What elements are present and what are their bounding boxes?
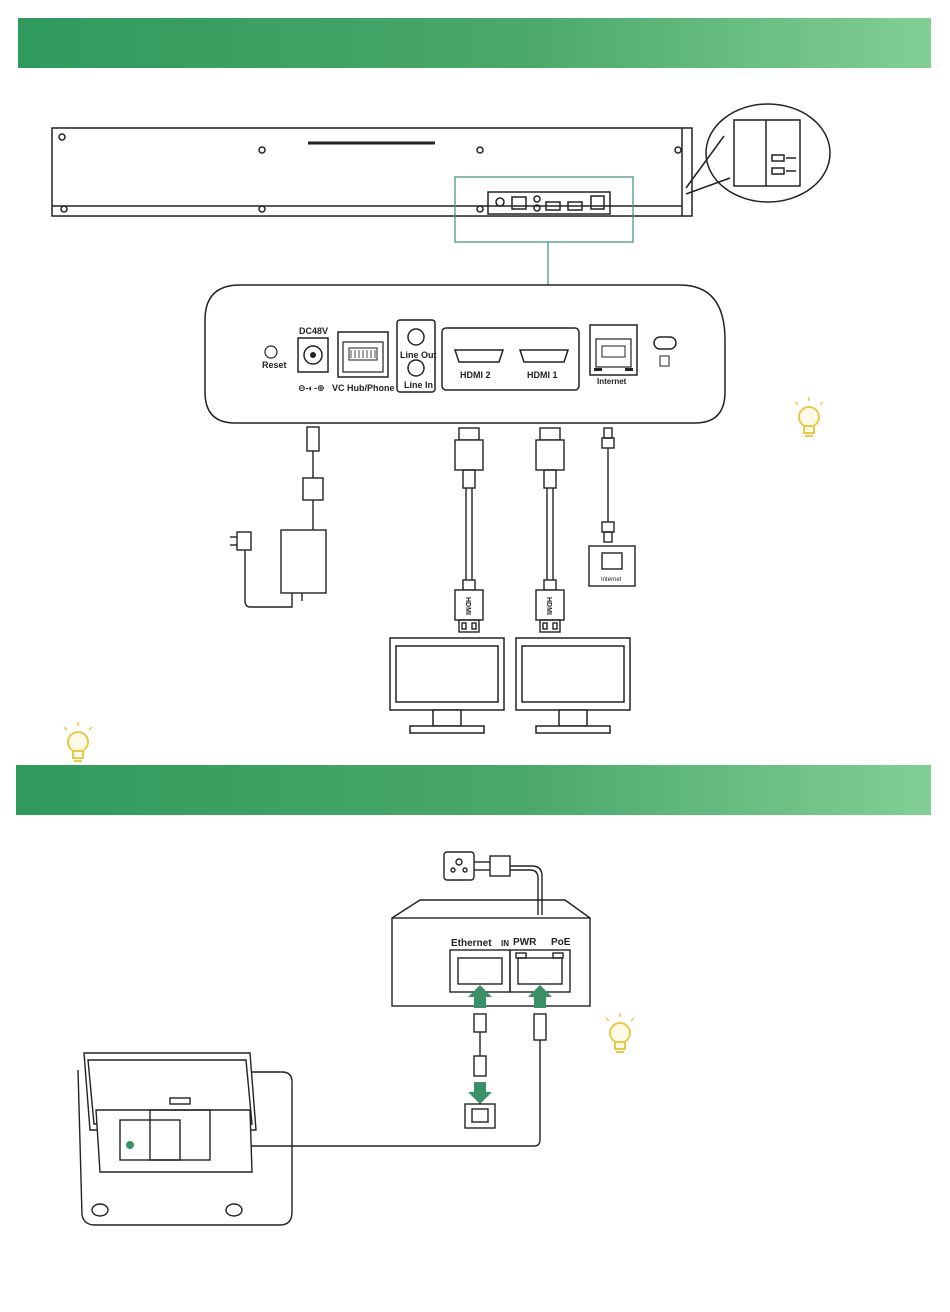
hdmi-plug-label: HDMI <box>545 597 552 615</box>
label-hdmi2: HDMI 2 <box>460 370 491 380</box>
poe-label-in: IN <box>501 939 509 948</box>
label-vc-hub-phone: VC Hub/Phone <box>332 383 395 393</box>
monitor-1 <box>516 638 630 733</box>
power-plug <box>444 852 542 915</box>
label-line-out: Line Out <box>400 350 437 360</box>
side-detail-callout <box>686 104 830 202</box>
poe-injector <box>392 900 590 1006</box>
tip-bulb-icon <box>606 1003 634 1052</box>
label-line-in: Line In <box>404 380 433 390</box>
wall-jack-label: Internet <box>601 577 622 583</box>
arrow-down-icon <box>468 1082 492 1104</box>
port-highlight-box <box>455 177 633 242</box>
label-internet-port: Internet <box>597 377 627 386</box>
monitor-2 <box>390 638 504 733</box>
ethernet-cable <box>589 428 635 586</box>
poe-label-pwr: PWR <box>513 937 537 948</box>
label-dc48v: DC48V <box>299 326 328 336</box>
touch-panel-device <box>78 1053 292 1225</box>
tip-bulb-icon <box>795 387 823 436</box>
label-reset: Reset <box>262 360 287 370</box>
device-chassis <box>52 128 692 216</box>
rear-panel-enlarged: ⊖-◐-⊕ <box>205 285 725 423</box>
label-hdmi1: HDMI 1 <box>527 370 558 380</box>
tip-bulb-icon <box>64 712 92 761</box>
hdmi-plug-label: HDMI <box>464 597 471 615</box>
poe-label-poe: PoE <box>551 937 571 948</box>
svg-text:⊖-◐-⊕: ⊖-◐-⊕ <box>298 383 325 393</box>
power-adapter-cable <box>230 427 326 607</box>
poe-label-ethernet: Ethernet <box>451 938 492 949</box>
